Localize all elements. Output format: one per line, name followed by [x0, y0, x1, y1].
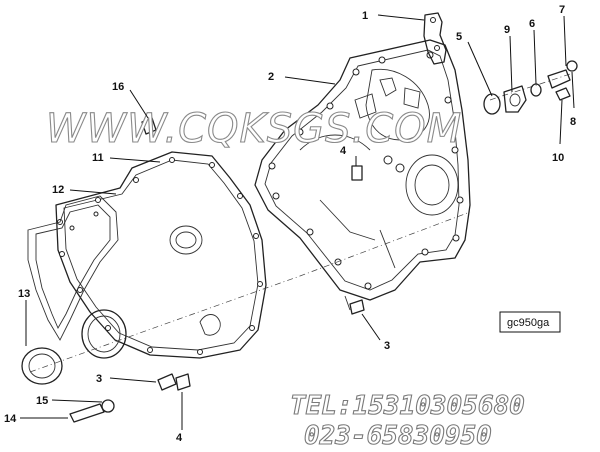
callout-label-13: 13 [18, 288, 30, 300]
leader-line-16 [129, 89, 149, 119]
leader-line-6 [533, 29, 537, 85]
callout-label-15: 15 [36, 395, 48, 407]
gasket-part [27, 195, 119, 341]
callout-label-12: 12 [52, 184, 64, 196]
callout-label-1: 1 [362, 10, 368, 22]
contact-phone-text: 023-65830950 [304, 421, 492, 451]
callout-label-9: 9 [504, 24, 510, 36]
reference-code-text: gc950ga [507, 317, 550, 329]
leader-line-1 [377, 14, 425, 21]
callout-label-7: 7 [559, 4, 565, 16]
plate-part [423, 12, 447, 65]
callout-label-14: 14 [4, 413, 17, 425]
contact-tel-text: TEL:15310305680 [290, 391, 525, 421]
seal-ring-part [21, 309, 127, 385]
center-axis-line [29, 211, 471, 373]
center-axis-line-upper [489, 73, 571, 101]
leader-line-12 [69, 189, 117, 195]
leader-line-3b [109, 377, 157, 383]
leader-line-2 [284, 76, 336, 85]
callout-label-16: 16 [112, 81, 124, 93]
reference-code-box [499, 311, 561, 333]
leader-line-9 [509, 35, 513, 93]
callout-label-8: 8 [570, 116, 576, 128]
watermark-text: WWW.CQKSGS.COM [46, 106, 462, 152]
small-parts-group [483, 60, 578, 115]
callout-label-11: 11 [92, 152, 104, 164]
leader-line-3a [361, 313, 381, 341]
callout-label-4b: 4 [176, 432, 183, 444]
callout-label-2: 2 [268, 71, 274, 83]
front-cover-part [55, 151, 267, 359]
leader-line-8 [571, 71, 575, 109]
callout-label-4a: 4 [340, 145, 347, 157]
leader-line-5 [467, 41, 493, 97]
bolts-group [69, 117, 365, 423]
callout-label-5: 5 [456, 31, 462, 43]
callout-label-6: 6 [529, 18, 535, 30]
leader-line-11 [109, 157, 161, 163]
leader-line-7 [563, 15, 567, 67]
callout-label-3b: 3 [96, 373, 102, 385]
leader-line-10 [559, 99, 563, 145]
leader-line-15 [51, 399, 103, 403]
callout-label-10: 10 [552, 152, 564, 164]
callout-label-3a: 3 [384, 340, 390, 352]
